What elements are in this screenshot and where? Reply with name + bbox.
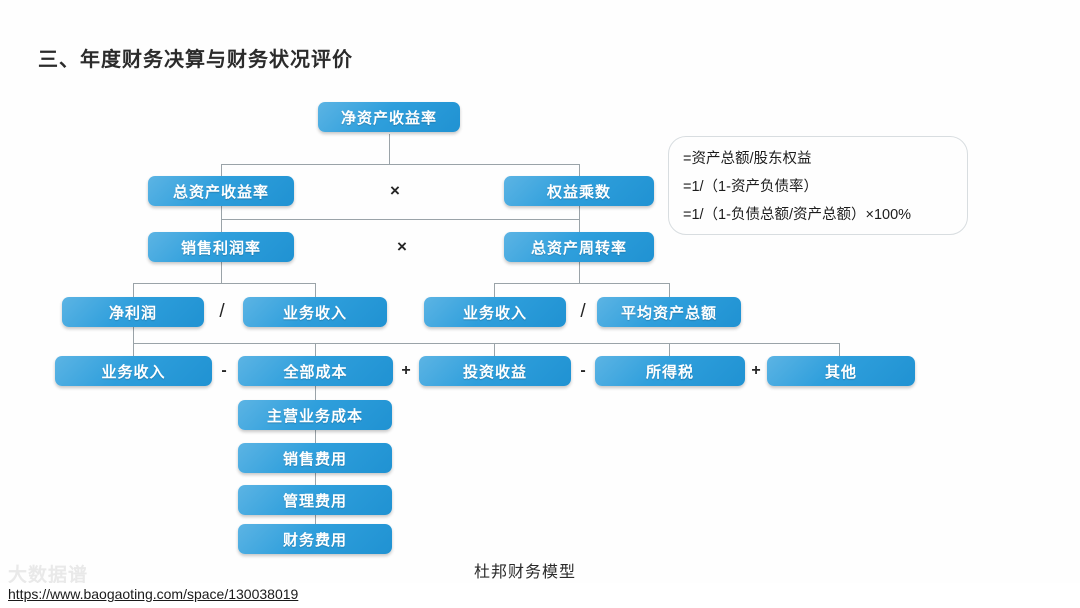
node-avg-total-assets[interactable]: 平均资产总额 <box>597 297 741 327</box>
node-cost-admin[interactable]: 管理费用 <box>238 485 392 515</box>
connector-netprofit-stem <box>133 327 134 343</box>
formula-callout: =资产总额/股东权益 =1/（1-资产负债率） =1/（1-负债总额/资产总额）… <box>668 136 968 235</box>
connector-row5-drop-other <box>839 343 840 356</box>
operator-minus-2: - <box>580 362 586 379</box>
node-cost-finance[interactable]: 财务费用 <box>238 524 392 554</box>
connector-turnover-stem <box>579 262 580 283</box>
node-revenue-c[interactable]: 业务收入 <box>55 356 212 386</box>
operator-plus-1: + <box>401 362 411 379</box>
node-cost-selling[interactable]: 销售费用 <box>238 443 392 473</box>
url-bar <box>0 583 1080 608</box>
node-total-cost[interactable]: 全部成本 <box>238 356 393 386</box>
connector-row4-drop-revenue-a <box>315 283 316 297</box>
connector-row5-drop-revenue-c <box>133 343 134 356</box>
node-investment-income[interactable]: 投资收益 <box>419 356 571 386</box>
connector-em-down <box>579 206 580 232</box>
connector-row4-drop-netprofit <box>133 283 134 297</box>
node-asset-turnover[interactable]: 总资产周转率 <box>504 232 654 262</box>
connector-row2-drop-left <box>221 164 222 176</box>
connector-row4-drop-avgassets <box>669 283 670 297</box>
operator-multiply-row2: × <box>390 181 400 200</box>
connector-row4-right-bus <box>494 283 669 284</box>
node-equity-multiplier[interactable]: 权益乘数 <box>504 176 654 206</box>
source-url[interactable]: https://www.baogaoting.com/space/1300380… <box>8 586 299 602</box>
formula-line-2: =1/（1-资产负债率） <box>683 179 818 195</box>
page-title: 三、年度财务决算与财务状况评价 <box>38 49 353 71</box>
formula-line-1: =资产总额/股东权益 <box>683 151 812 167</box>
connector-row5-drop-totalcost <box>315 343 316 356</box>
connector-row2-bus <box>221 164 579 165</box>
operator-divide-right: / <box>580 301 586 322</box>
connector-row2-drop-right <box>579 164 580 176</box>
formula-line-3: =1/（1-负债总额/资产总额）×100% <box>683 207 912 223</box>
node-roa[interactable]: 总资产收益率 <box>148 176 294 206</box>
operator-multiply-row3: × <box>397 237 407 256</box>
operator-plus-2: + <box>751 362 761 379</box>
connector-row3-link <box>221 219 579 220</box>
node-income-tax[interactable]: 所得税 <box>595 356 745 386</box>
connector-row5-drop-investment <box>494 343 495 356</box>
operator-minus-1: - <box>221 362 227 379</box>
connector-row4-drop-revenue-b <box>494 283 495 297</box>
node-cost-main-business[interactable]: 主营业务成本 <box>238 400 392 430</box>
connector-row4-left-bus <box>133 283 315 284</box>
connector-row5-drop-tax <box>669 343 670 356</box>
watermark-logo: 大数据谱 <box>8 565 89 586</box>
node-profit-margin[interactable]: 销售利润率 <box>148 232 294 262</box>
operator-divide-left: / <box>219 301 225 322</box>
node-roe[interactable]: 净资产收益率 <box>318 102 460 132</box>
connector-roe-stem <box>389 134 390 164</box>
connector-row5-bus <box>133 343 839 344</box>
node-revenue-a[interactable]: 业务收入 <box>243 297 387 327</box>
node-revenue-b[interactable]: 业务收入 <box>424 297 566 327</box>
connector-margin-stem <box>221 262 222 283</box>
node-net-profit[interactable]: 净利润 <box>62 297 204 327</box>
diagram-caption: 杜邦财务模型 <box>474 564 577 581</box>
node-other[interactable]: 其他 <box>767 356 915 386</box>
